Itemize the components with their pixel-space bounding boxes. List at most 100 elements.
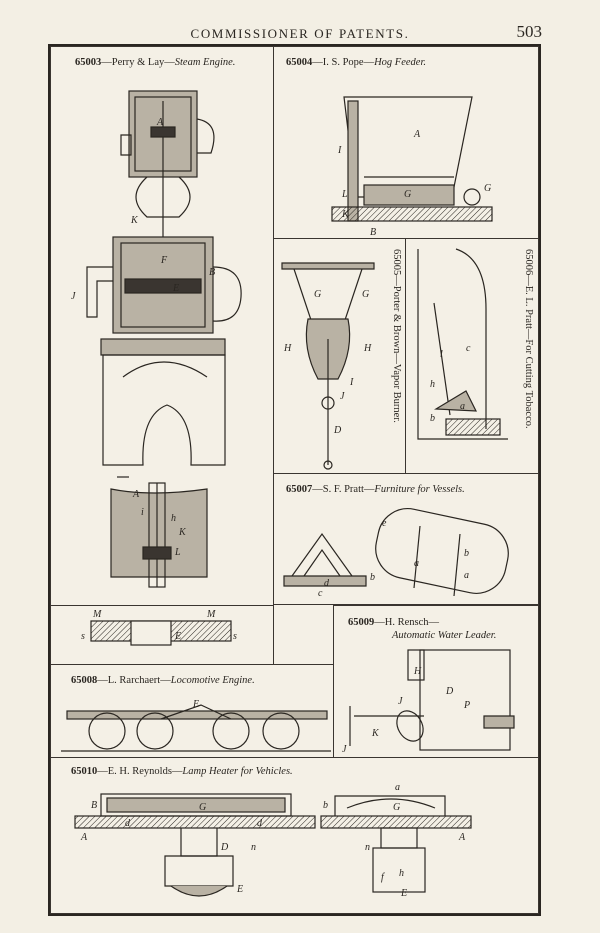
label-d-left: d (125, 818, 131, 829)
caption-locomotive: 65008—L. Rarchaert—Locomotive Engine. (71, 675, 255, 686)
label-E: E (192, 699, 199, 710)
dash: — (363, 57, 375, 68)
label-h: h (430, 379, 435, 390)
label-f: f (381, 872, 385, 883)
label-J-bottom: J (342, 744, 347, 755)
label-s-right: s (233, 631, 237, 642)
caption-cutting-tobacco: 65006—E. L. Pratt—For Cutting Tobacco. (523, 249, 534, 429)
dash: — (312, 484, 323, 495)
label-s-left: s (81, 631, 85, 642)
caption-furniture-vessels: 65007—S. F. Pratt—Furniture for Vessels. (286, 484, 465, 495)
inventor: E. L. Pratt (523, 285, 534, 329)
panel-furniture-vessels: 65007—S. F. Pratt—Furniture for Vessels.… (273, 473, 539, 605)
label-G-right: G (484, 183, 491, 194)
caption-lamp-heater: 65010—E. H. Reynolds—Lamp Heater for Veh… (71, 766, 293, 777)
label-B: B (91, 800, 97, 811)
patent-title: Lamp Heater for Vehicles. (182, 766, 293, 777)
inventor: E. H. Reynolds (107, 766, 172, 777)
patent-title: Automatic Water Leader. (392, 630, 497, 641)
label-P: P (463, 700, 470, 711)
label-B: B (209, 267, 215, 278)
patent-number: 65007 (286, 484, 313, 495)
caption-vapor-burner: 65005—Porter & Brown—Vapor Burner. (391, 249, 402, 423)
label-D: D (445, 686, 454, 697)
dash: — (374, 617, 385, 628)
label-J: J (340, 391, 345, 402)
label-M-right: M (206, 609, 216, 620)
label-J: J (398, 696, 403, 707)
inventor: H. Rensch (384, 617, 429, 628)
label-a: a (460, 401, 465, 412)
label-K: K (371, 728, 380, 739)
label-i: i (141, 507, 144, 518)
dash: — (391, 353, 402, 364)
lamp-heater-drawing: B G A d d D n E b G a A n f h E (74, 782, 472, 899)
patent-title: For Cutting Tobacco. (523, 339, 534, 429)
label-L: L (174, 547, 181, 558)
dash: — (363, 484, 375, 495)
steam-engine-drawing: A B F K J E A i h K L (71, 90, 242, 588)
label-K: K (341, 209, 350, 220)
dash: — (164, 57, 175, 68)
running-title: COMMISSIONER OF PATENTS. (190, 26, 410, 41)
inventor: S. F. Pratt (322, 484, 364, 495)
patent-number: 65004 (286, 57, 313, 68)
label-E: E (172, 283, 179, 294)
label-G-right: G (393, 802, 400, 813)
panel-locomotive: 65008—L. Rarchaert—Locomotive Engine. E (50, 664, 334, 758)
patent-title: Steam Engine. (174, 57, 236, 68)
dash: — (97, 766, 108, 777)
patent-number: 65008 (71, 675, 98, 686)
dash: — (101, 57, 112, 68)
label-G-left: G (314, 289, 321, 300)
panel-vapor-burner: 65005—Porter & Brown—Vapor Burner. G G H… (273, 238, 406, 474)
label-A: A (80, 832, 88, 843)
label-E: E (236, 884, 243, 895)
panel-water-leader: 65009—H. Rensch—Automatic Water Leader. … (333, 605, 539, 758)
label-a-right: a (464, 570, 469, 581)
label-I: I (349, 377, 354, 388)
label-a: a (395, 782, 400, 793)
label-c: c (466, 343, 471, 354)
inventor: Perry & Lay (111, 57, 165, 68)
cutting-tobacco-drawing: l h b a c (417, 248, 508, 440)
label-L: L (341, 189, 348, 200)
label-E-right: E (400, 888, 407, 899)
label-h: h (399, 868, 404, 879)
label-H-right: H (363, 343, 372, 354)
furniture-vessels-drawing: a a b c d e b (283, 508, 509, 599)
label-h: h (171, 513, 176, 524)
inventor: I. S. Pope (322, 57, 364, 68)
label-B: B (370, 227, 376, 238)
label-b: b (430, 413, 435, 424)
label-H: H (413, 666, 422, 677)
water-leader-drawing: H J D P K J (342, 649, 515, 755)
label-A-right: A (458, 832, 466, 843)
label-b-bottom: b (370, 572, 375, 583)
label-G: G (199, 802, 206, 813)
label-K-detail: K (178, 527, 187, 538)
panel-cutting-tobacco: 65006—E. L. Pratt—For Cutting Tobacco. l… (405, 238, 539, 474)
label-n-right: n (365, 842, 370, 853)
label-D: D (333, 425, 342, 436)
label-l: l (440, 349, 443, 360)
label-A: A (413, 129, 421, 140)
caption-water-leader: 65009—H. Rensch—Automatic Water Leader. (348, 616, 496, 642)
steam-section-drawing: M M s s E (81, 609, 237, 646)
patent-title: Vapor Burner. (391, 363, 402, 423)
panel-steam-engine: 65003—Perry & Lay—Steam Engine. A B F K … (50, 46, 274, 606)
label-M-left: M (92, 609, 102, 620)
patent-number: 65006 (523, 249, 534, 276)
label-G: G (404, 189, 411, 200)
dash: — (391, 275, 402, 286)
page-header: COMMISSIONER OF PATENTS. 503 (0, 0, 600, 44)
patent-number: 65010 (71, 766, 98, 777)
inventor: L. Rarchaert (107, 675, 161, 686)
inventor: Porter & Brown (391, 285, 402, 354)
label-e: e (382, 518, 387, 529)
dash: — (428, 617, 440, 628)
patent-title: Furniture for Vessels. (374, 484, 465, 495)
label-d-right: d (257, 818, 263, 829)
hog-feeder-drawing: A I G G L K B (331, 96, 493, 238)
patent-title: Locomotive Engine. (170, 675, 255, 686)
